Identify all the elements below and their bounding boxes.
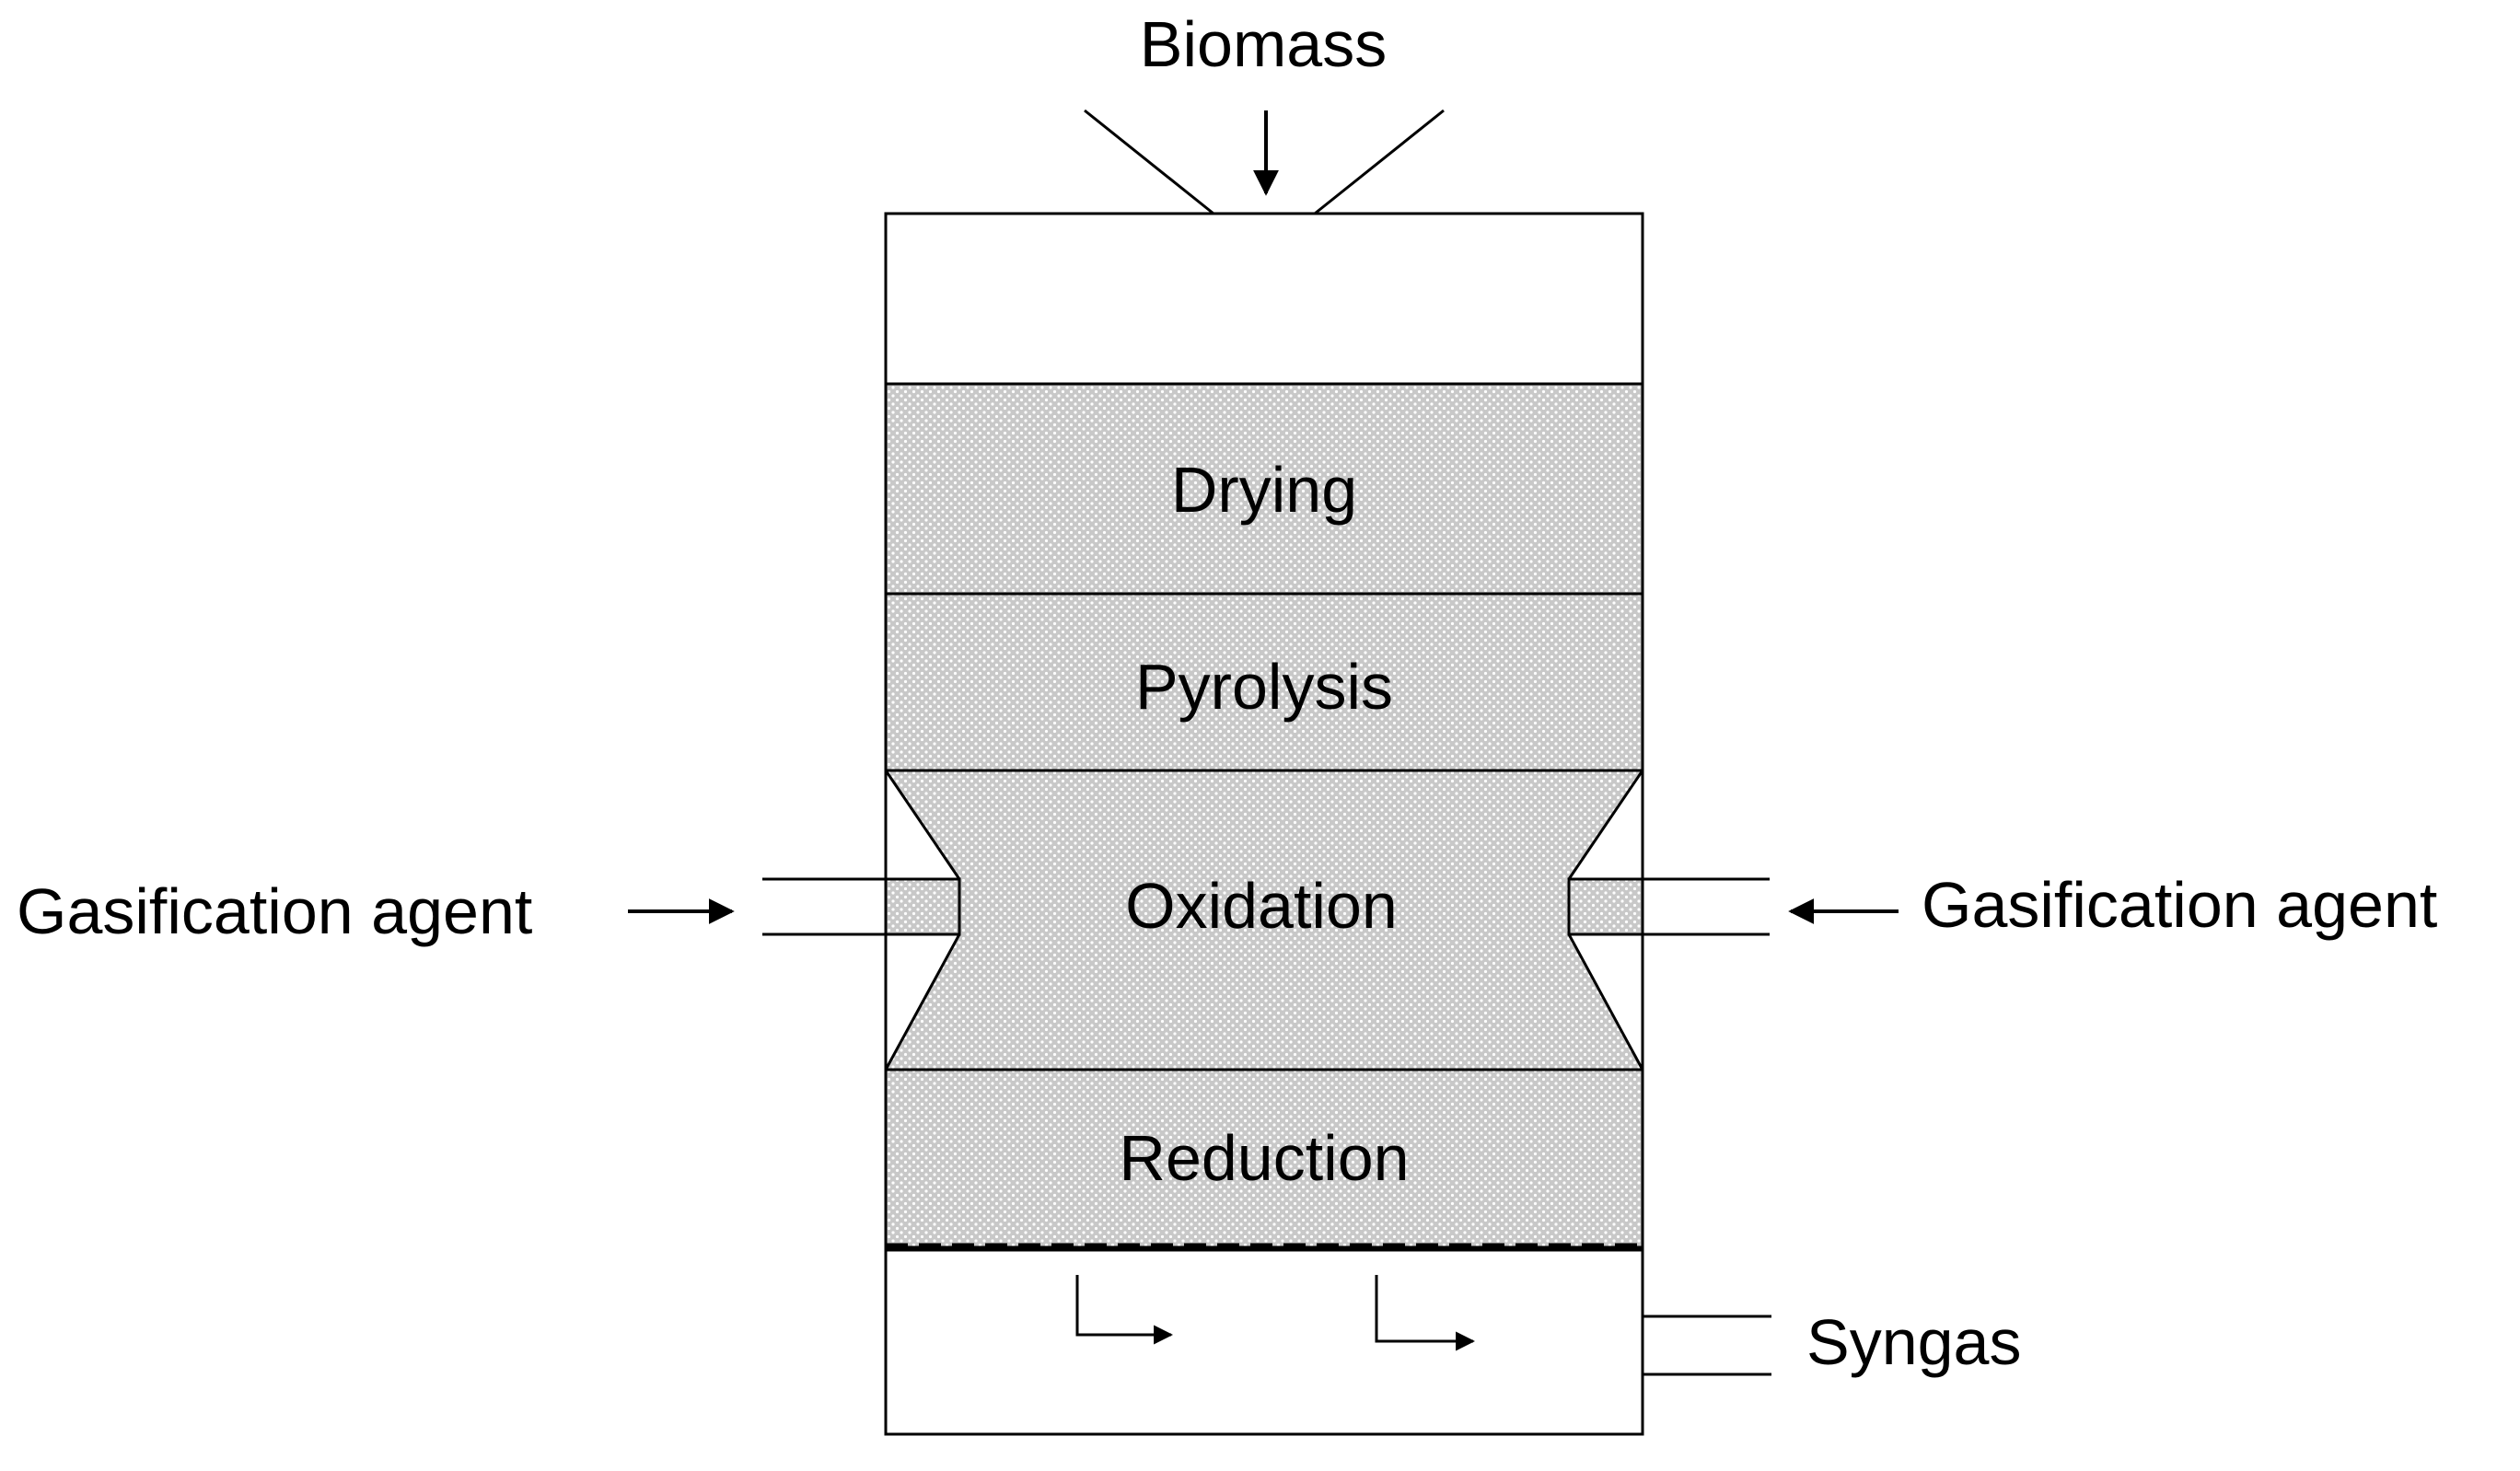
inlet-pipe-right — [1643, 877, 1770, 936]
reduction-zone — [884, 1068, 1644, 1249]
gasification-agent-left-label: Gasification agent — [17, 875, 532, 947]
gasification-agent-right-label: Gasification agent — [1922, 869, 2437, 941]
syngas-outlet — [1643, 1315, 1771, 1376]
reduction-label: Reduction — [1119, 1122, 1409, 1194]
syngas-label: Syngas — [1806, 1306, 2021, 1378]
pyrolysis-zone — [884, 592, 1644, 772]
oxidation-zone — [884, 769, 1644, 1071]
biomass-label: Biomass — [1140, 8, 1387, 80]
inlet-pipe-left — [762, 877, 886, 936]
drying-label: Drying — [1171, 454, 1357, 526]
gas-plenum — [884, 1248, 1644, 1436]
pyrolysis-label: Pyrolysis — [1135, 651, 1393, 723]
hopper-space — [884, 212, 1644, 386]
gas-flow-arrow-1 — [1075, 1275, 1174, 1345]
gas-flow-arrow-2 — [1375, 1275, 1476, 1351]
oxidation-label: Oxidation — [1125, 870, 1398, 942]
biomass-hopper — [1084, 109, 1445, 215]
nozzle-right — [1567, 877, 1644, 936]
nozzle-left — [884, 877, 961, 936]
